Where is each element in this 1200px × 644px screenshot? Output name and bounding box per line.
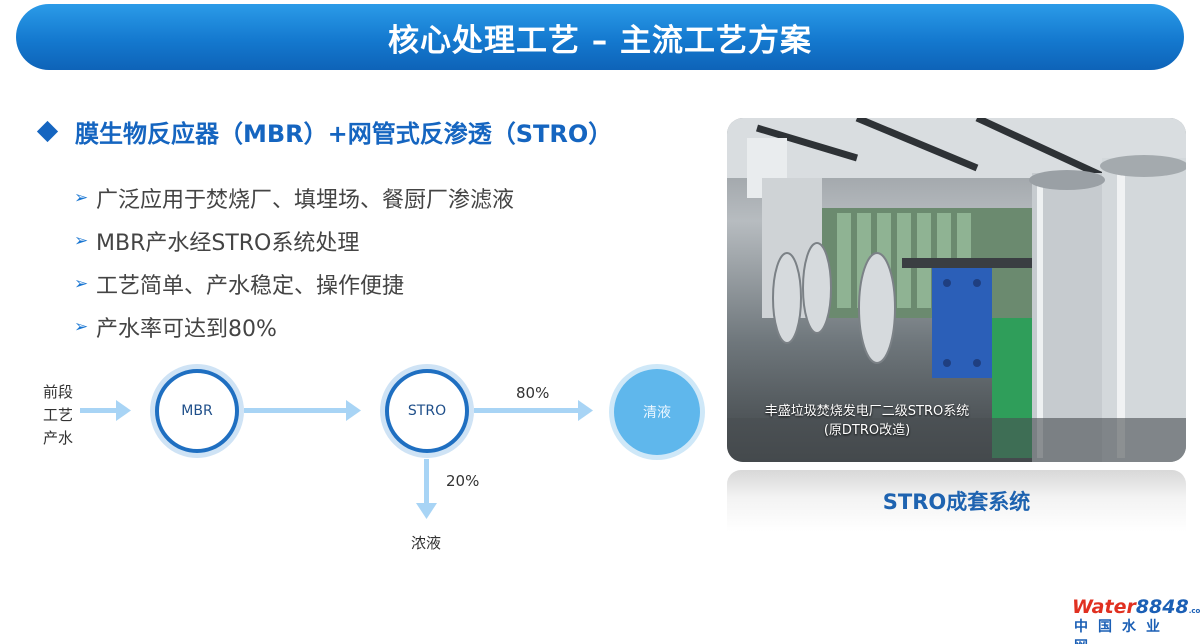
heading-text: 膜生物反应器（MBR）+网管式反渗透（STRO） xyxy=(75,120,613,148)
bullet-text: MBR产水经STRO系统处理 xyxy=(96,230,360,256)
list-item: ➢ 广泛应用于焚烧厂、填埋场、餐厨厂渗滤液 xyxy=(74,176,514,219)
arrow-head-stro-to-reject xyxy=(416,503,437,519)
title-bar: 核心处理工艺 – 主流工艺方案 xyxy=(16,4,1184,70)
section-heading: 膜生物反应器（MBR）+网管式反渗透（STRO） xyxy=(36,114,612,149)
bullet-text: 产水率可达到80% xyxy=(96,316,277,342)
bullet-text: 工艺简单、产水稳定、操作便捷 xyxy=(96,273,405,299)
arrow-head-source-to-mbr xyxy=(116,400,131,421)
arrow-head-mbr-to-stro xyxy=(346,400,361,421)
arrow-head-stro-to-clean xyxy=(578,400,593,421)
list-item: ➢ 工艺简单、产水稳定、操作便捷 xyxy=(74,262,514,305)
photo-caption: 丰盛垃圾焚烧发电厂二级STRO系统 (原DTRO改造) xyxy=(727,402,1007,440)
flow-arrows xyxy=(80,400,593,519)
process-flow-diagram: 前段工艺产水 MBR STRO 清液 80% 20% 浓液 xyxy=(0,355,700,565)
page-title: 核心处理工艺 – 主流工艺方案 xyxy=(387,22,813,59)
triangle-arrow-icon: ➢ xyxy=(74,230,89,251)
photo-label: STRO成套系统 xyxy=(882,490,1031,514)
list-item: ➢ MBR产水经STRO系统处理 xyxy=(74,219,514,262)
water8848-logo: Water8848.com 中国水业网 xyxy=(1072,596,1200,644)
list-item: ➢ 产水率可达到80% xyxy=(74,305,514,348)
main-ratio-label: 80% xyxy=(516,384,550,402)
triangle-arrow-icon: ➢ xyxy=(74,273,89,294)
reject-label: 浓液 xyxy=(411,534,442,552)
equipment-photo-illustration xyxy=(727,118,1186,462)
triangle-arrow-icon: ➢ xyxy=(74,187,89,208)
arrow-stro-to-reject xyxy=(424,459,429,505)
arrow-stro-to-clean xyxy=(474,408,580,413)
photo-label-box: STRO成套系统 xyxy=(727,470,1186,532)
photo-caption-line2: (原DTRO改造) xyxy=(823,423,911,438)
logo-brand: Water8848.com xyxy=(1072,596,1200,618)
bullet-list: ➢ 广泛应用于焚烧厂、填埋场、餐厨厂渗滤液 ➢ MBR产水经STRO系统处理 ➢… xyxy=(74,176,514,348)
logo-cn-text: 中国水业网 xyxy=(1074,619,1170,644)
bullet-text: 广泛应用于焚烧厂、填埋场、餐厨厂渗滤液 xyxy=(96,187,515,213)
reject-ratio-label: 20% xyxy=(446,472,480,490)
source-label: 前段工艺产水 xyxy=(42,383,73,447)
triangle-arrow-icon: ➢ xyxy=(74,316,89,337)
arrow-source-to-mbr xyxy=(80,408,118,413)
photo-caption-line1: 丰盛垃圾焚烧发电厂二级STRO系统 xyxy=(764,404,970,419)
node-mbr: MBR xyxy=(155,369,239,453)
logo-brand-c: .com xyxy=(1188,607,1200,615)
logo-brand-a: Water xyxy=(1072,596,1136,618)
diamond-bullet-icon xyxy=(36,120,59,143)
node-stro: STRO xyxy=(385,369,469,453)
logo-brand-b: 8848 xyxy=(1135,596,1189,618)
equipment-photo: 丰盛垃圾焚烧发电厂二级STRO系统 (原DTRO改造) xyxy=(727,118,1186,462)
arrow-mbr-to-stro xyxy=(244,408,348,413)
node-clean-water: 清液 xyxy=(614,369,700,455)
